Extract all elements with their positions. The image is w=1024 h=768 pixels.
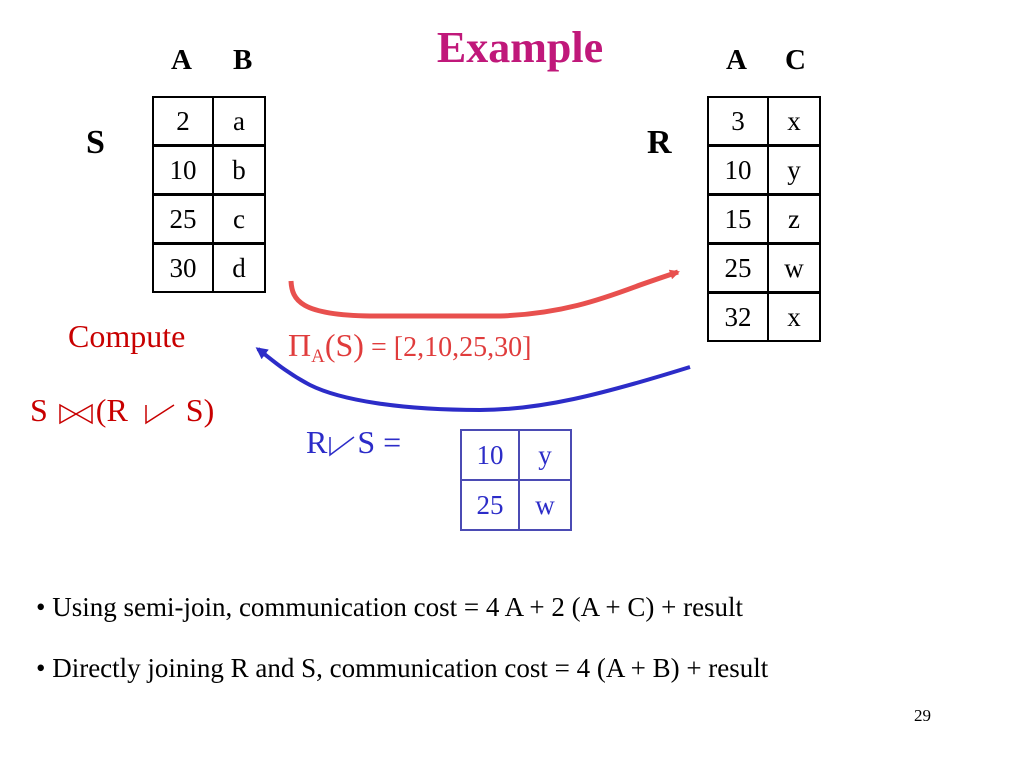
bullet-direct-join-cost: • Directly joining R and S, communicatio… (36, 653, 769, 683)
table-cell: w (518, 479, 572, 531)
table-cell: z (767, 193, 821, 245)
expr-s: S (30, 392, 48, 428)
r-column-header-c: C (785, 44, 806, 76)
table-cell: x (767, 96, 821, 147)
table-cell: 10 (460, 429, 520, 481)
table-cell: c (212, 193, 266, 245)
pi-subscript: A (311, 346, 325, 367)
semijoin-expression: R S = (306, 424, 401, 461)
relation-r-name: R (647, 124, 672, 161)
expr-close: S) (185, 392, 215, 428)
red-arrow (288, 269, 680, 319)
table-cell: y (767, 144, 821, 196)
table-cell: w (767, 242, 821, 294)
s-column-header-a: A (171, 44, 192, 76)
table-cell: 30 (152, 242, 214, 293)
pi-argument: (S) (324, 327, 364, 363)
table-cell: 15 (707, 193, 769, 245)
relation-s-name: S (86, 124, 105, 161)
semijoin-symbol-icon (329, 436, 355, 457)
table-cell: 25 (707, 242, 769, 294)
table-cell: 25 (152, 193, 214, 245)
table-cell: 32 (707, 291, 769, 342)
semijoin-symbol-icon (145, 404, 175, 425)
slide-title: Example (436, 23, 604, 72)
table-cell: 10 (152, 144, 214, 196)
compute-label: Compute (68, 318, 186, 354)
table-cell: 3 (707, 96, 769, 147)
pi-symbol: Π (288, 327, 312, 363)
table-cell: d (212, 242, 266, 293)
table-cell: a (212, 96, 266, 147)
table-cell: b (212, 144, 266, 196)
r-column-header-a: A (726, 44, 747, 76)
projection-value: = [2,10,25,30] (363, 332, 532, 363)
bullet-semijoin-cost: • Using semi-join, communication cost = … (36, 592, 744, 622)
page-number: 29 (914, 706, 931, 725)
expr-open: (R (95, 392, 128, 428)
table-cell: 10 (707, 144, 769, 196)
s-column-header-b: B (233, 44, 253, 76)
table-cell: 25 (460, 479, 520, 531)
table-cell: x (767, 291, 821, 342)
compute-expression: S (R S) (30, 392, 214, 429)
semijoin-left: R (306, 424, 328, 460)
semijoin-right: S = (357, 424, 402, 460)
projection-expression: ΠA(S) = [2,10,25,30] (288, 327, 531, 368)
table-cell: 2 (152, 96, 214, 147)
table-cell: y (518, 429, 572, 481)
join-symbol-icon (59, 403, 93, 424)
